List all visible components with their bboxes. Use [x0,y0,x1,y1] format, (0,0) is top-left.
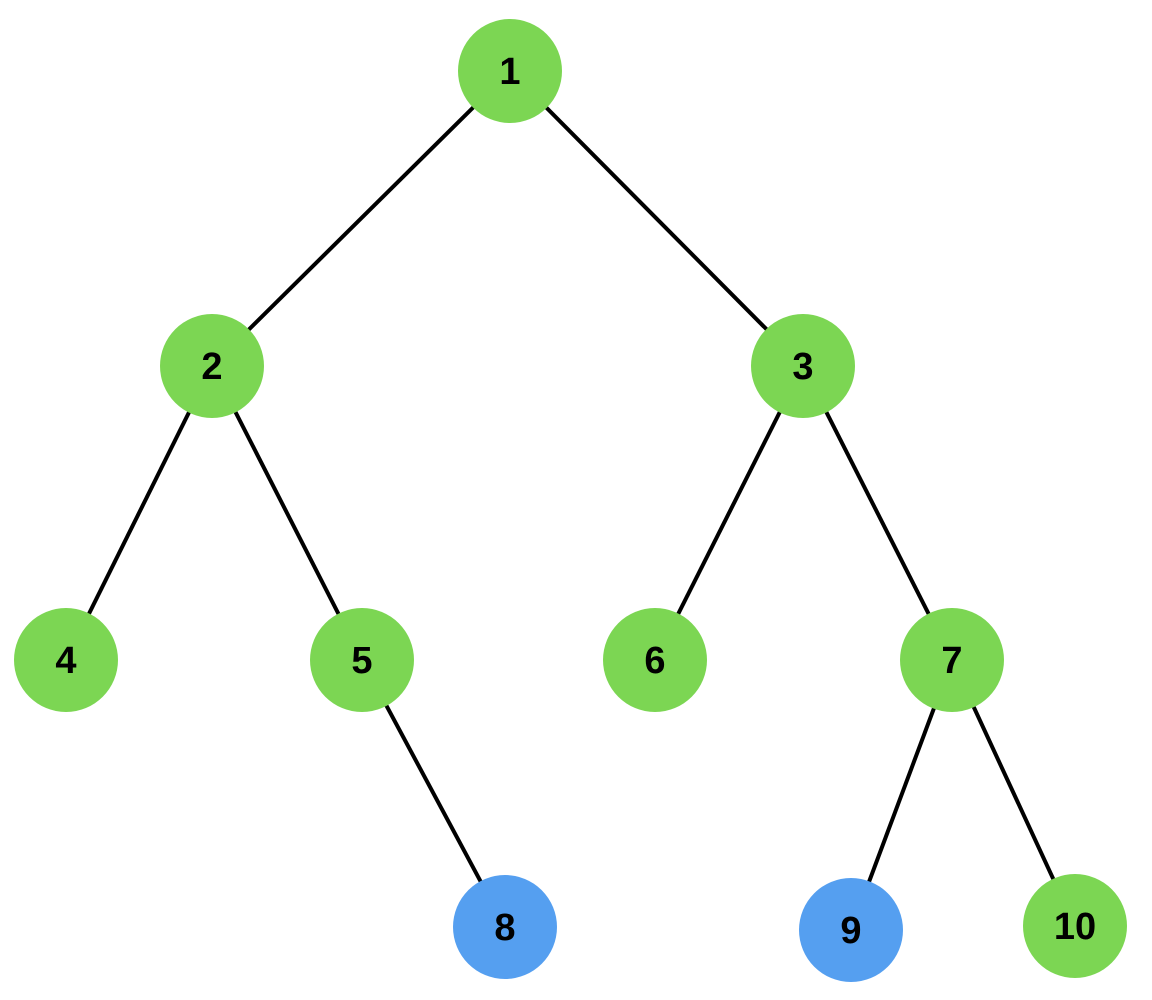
node-circle-2[interactable] [160,314,264,418]
tree-edge-1-3 [508,69,805,368]
node-circle-10[interactable] [1023,874,1127,978]
tree-node-3[interactable]: 3 [751,314,855,418]
tree-edge-1-2 [210,69,512,368]
node-circle-5[interactable] [310,608,414,712]
tree-node-5[interactable]: 5 [310,608,414,712]
node-circle-9[interactable] [799,878,903,982]
node-circle-1[interactable] [458,19,562,123]
node-circle-4[interactable] [14,608,118,712]
tree-node-1[interactable]: 1 [458,19,562,123]
tree-edge-3-7 [801,365,954,661]
tree-node-2[interactable]: 2 [160,314,264,418]
tree-node-9[interactable]: 9 [799,878,903,982]
tree-edge-2-4 [64,365,214,661]
tree-edge-3-6 [653,365,805,661]
tree-node-7[interactable]: 7 [900,608,1004,712]
node-circle-7[interactable] [900,608,1004,712]
tree-edge-2-5 [210,365,364,661]
tree-node-10[interactable]: 10 [1023,874,1127,978]
node-circle-3[interactable] [751,314,855,418]
tree-node-4[interactable]: 4 [14,608,118,712]
nodes-layer: 1 2 3 4 5 6 7 8 9 10 [14,19,1127,982]
node-circle-6[interactable] [603,608,707,712]
tree-node-8[interactable]: 8 [453,875,557,979]
node-circle-8[interactable] [453,875,557,979]
tree-node-6[interactable]: 6 [603,608,707,712]
